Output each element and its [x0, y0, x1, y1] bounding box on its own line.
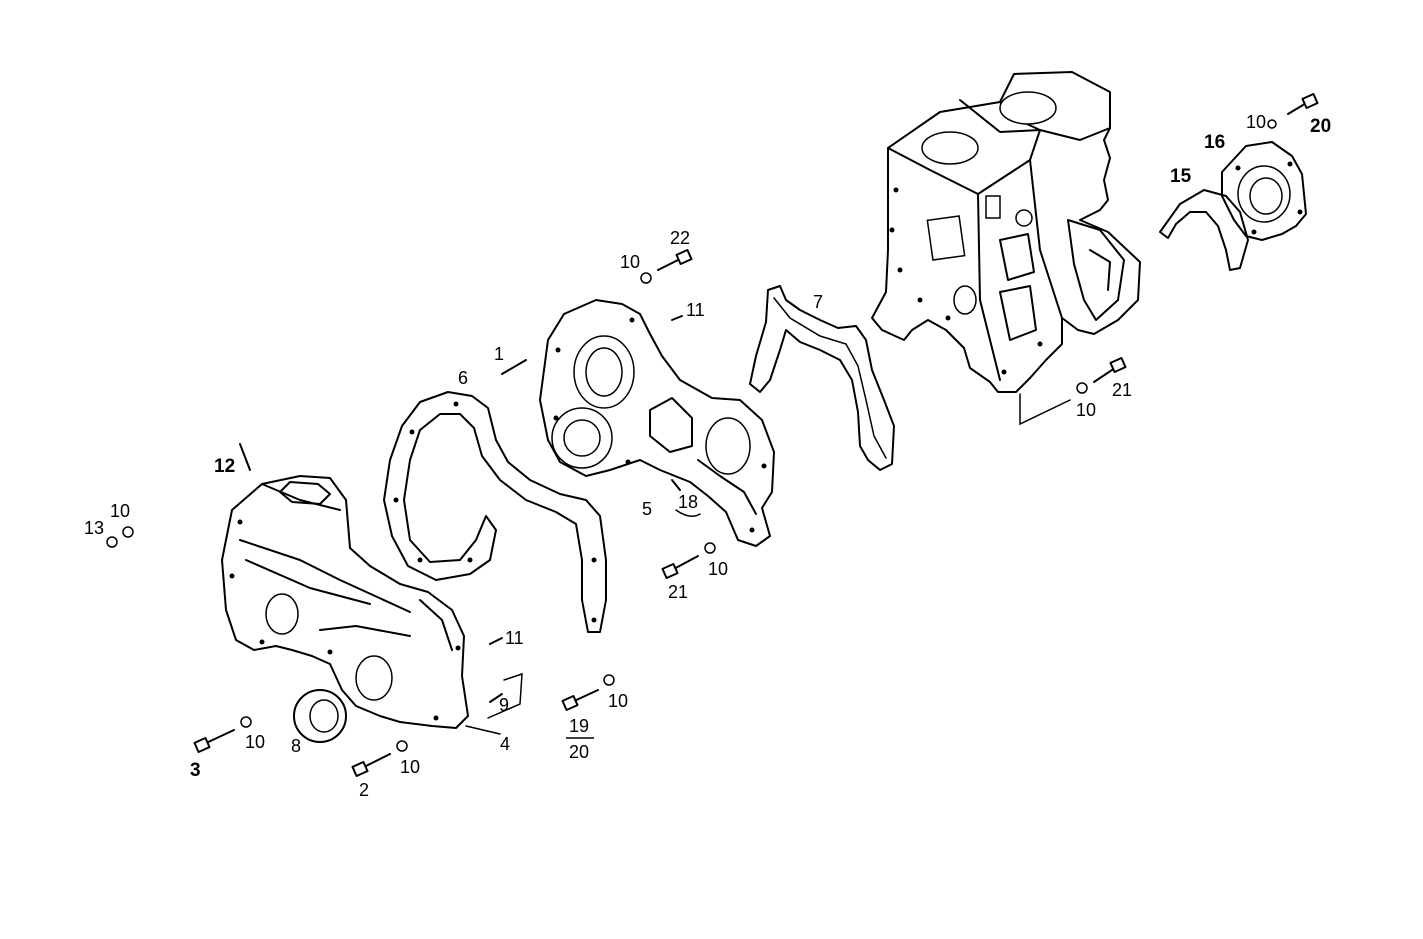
gasket-7	[749, 285, 895, 471]
callout-13: 13	[84, 518, 104, 538]
callout-8: 8	[291, 736, 301, 756]
callout-9: 9	[499, 695, 509, 715]
gasket-6	[383, 391, 607, 633]
callout-3: 3	[190, 760, 201, 781]
timing-cover-4	[221, 475, 501, 735]
callout-22: 22	[670, 228, 690, 248]
callout-21-a: 21	[668, 582, 688, 602]
callout-10-g: 10	[1076, 400, 1096, 420]
callout-21-b: 21	[1112, 380, 1132, 400]
seal-ring-8	[293, 689, 347, 743]
callout-10-d: 10	[608, 691, 628, 711]
callout-10-c: 10	[400, 757, 420, 777]
callout-10-h: 10	[1246, 112, 1266, 132]
callout-16: 16	[1204, 132, 1225, 153]
callout-6: 6	[458, 368, 468, 388]
callout-10-e: 10	[708, 559, 728, 579]
callout-11-a: 11	[686, 300, 705, 320]
callout-4: 4	[500, 734, 510, 754]
callout-10-f: 10	[620, 252, 640, 272]
callout-labels: 1 2 3 4 5 6 7 8 9 10 10 10 10 10 10 10 1…	[84, 112, 1331, 800]
callout-2: 2	[359, 780, 369, 800]
callout-1: 1	[494, 344, 504, 364]
engine-block	[871, 71, 1141, 426]
callout-7: 7	[813, 292, 823, 312]
callout-10-b: 10	[245, 732, 265, 752]
timing-plate-5	[539, 299, 775, 547]
callout-5: 5	[642, 499, 652, 519]
fasteners	[106, 92, 1319, 778]
seal-housing-16	[1221, 141, 1307, 241]
gasket-15	[1159, 189, 1249, 271]
callout-20-b: 20	[1310, 116, 1331, 137]
callout-19: 19	[569, 716, 589, 736]
callout-12: 12	[214, 456, 235, 477]
callout-18: 18	[678, 492, 698, 512]
callout-15: 15	[1170, 166, 1192, 187]
callout-11-b: 11	[505, 628, 524, 648]
callout-10-a: 10	[110, 501, 130, 521]
callout-20-a: 20	[569, 742, 589, 762]
